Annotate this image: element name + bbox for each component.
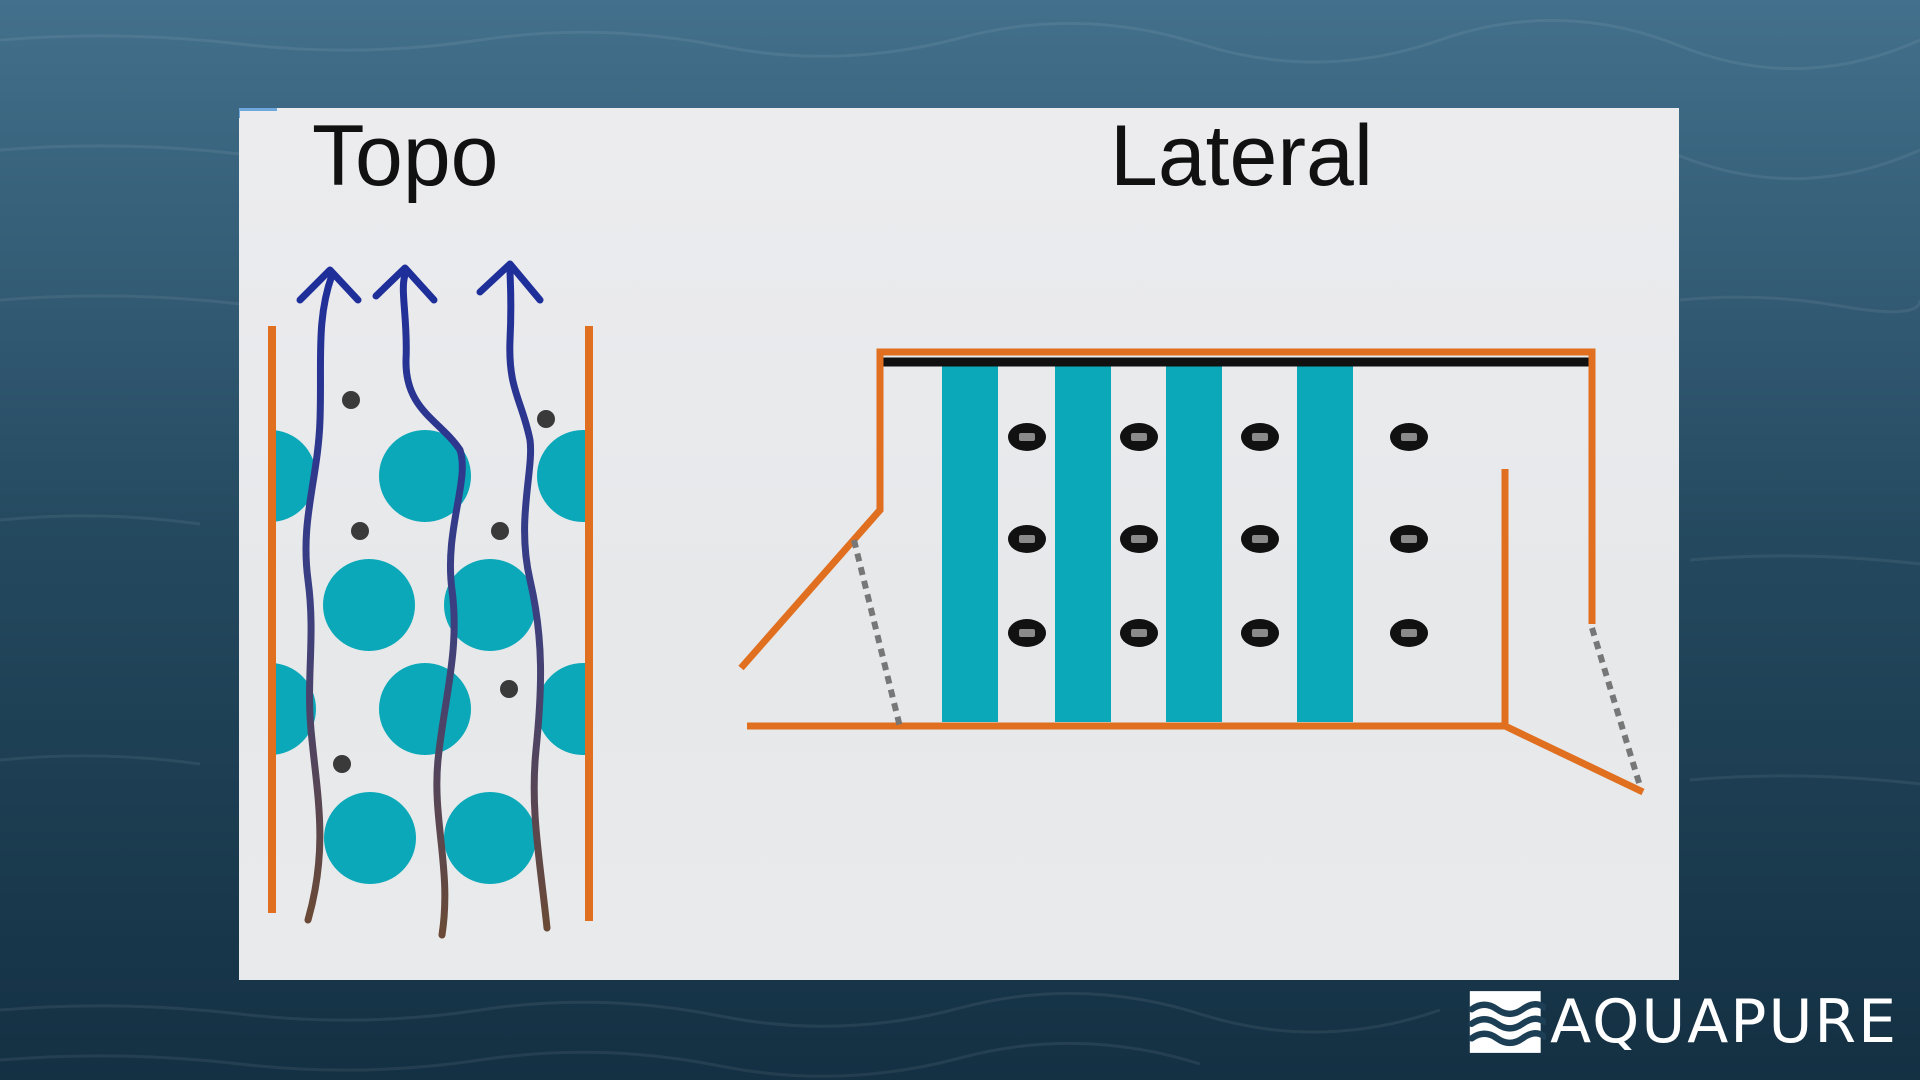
media-bead xyxy=(444,559,536,651)
arrowhead-1 xyxy=(296,266,362,304)
aquapure-logo: AQUAPURE xyxy=(1468,986,1898,1058)
flow-arrow-2 xyxy=(399,271,466,939)
arrowhead-2 xyxy=(372,264,438,304)
media-bead xyxy=(537,663,590,755)
particle-dot xyxy=(537,410,555,428)
frame-top xyxy=(738,348,1596,671)
media-bead xyxy=(537,430,590,522)
media-bead xyxy=(323,559,415,651)
particle-dot xyxy=(491,522,509,540)
media-slab xyxy=(1166,360,1222,722)
topo-particles xyxy=(333,391,555,773)
media-slab xyxy=(1297,360,1353,722)
lateral-frame xyxy=(738,348,1645,796)
lateral-view xyxy=(738,348,1645,796)
media-slab xyxy=(942,360,998,722)
media-bead xyxy=(272,663,316,755)
topo-media-beads xyxy=(272,430,590,884)
media-bead xyxy=(272,430,316,522)
media-bead xyxy=(379,663,471,755)
topo-title: Topo xyxy=(312,108,499,204)
topo-flow-arrows xyxy=(302,266,551,939)
media-bead xyxy=(324,792,416,884)
lateral-dotted-lines xyxy=(851,539,1643,787)
dotted-line-right xyxy=(1589,627,1643,787)
media-bead xyxy=(444,792,536,884)
lateral-particles xyxy=(1008,423,1428,647)
lateral-media-slabs xyxy=(942,360,1353,722)
flow-arrow-1 xyxy=(302,271,336,924)
media-slab xyxy=(1055,360,1111,722)
media-bead xyxy=(379,430,471,522)
flow-arrow-3 xyxy=(506,266,551,932)
dotted-line-left xyxy=(851,539,903,728)
particle-dot xyxy=(342,391,360,409)
topo-view xyxy=(268,260,593,939)
particle-dot xyxy=(351,522,369,540)
particle-dot xyxy=(500,680,518,698)
particle-dot xyxy=(333,755,351,773)
waves-icon xyxy=(1468,991,1547,1053)
selection-corner xyxy=(239,108,277,118)
lateral-title: Lateral xyxy=(1110,108,1373,204)
brand-name: AQUAPURE xyxy=(1550,987,1898,1057)
frame-outlet-ramp xyxy=(1503,722,1645,796)
topo-arrowheads xyxy=(296,260,544,304)
arrowhead-3 xyxy=(476,260,544,304)
